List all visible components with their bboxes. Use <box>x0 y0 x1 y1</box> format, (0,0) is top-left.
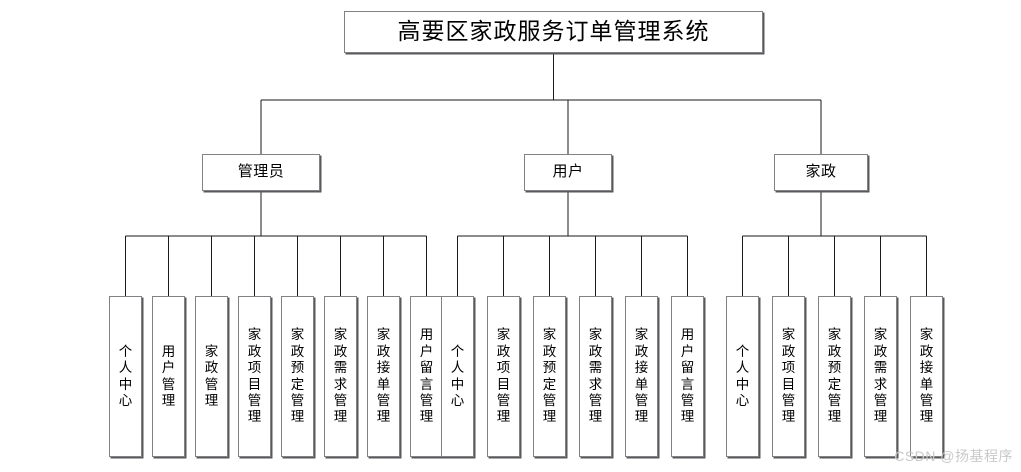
node-branch-housekeeping[interactable]: 家政 <box>774 154 868 191</box>
node-branch-housekeeping-label: 家政 <box>805 163 837 181</box>
watermark: CSDN @扬基程序 <box>894 448 1013 464</box>
node-leaf-admin-2[interactable]: 用户管理 <box>152 296 185 457</box>
node-branch-admin[interactable]: 管理员 <box>202 154 320 191</box>
node-leaf-label: 家政预定管理 <box>542 327 557 425</box>
node-leaf-user-3[interactable]: 家政预定管理 <box>533 296 566 457</box>
node-branch-admin-label: 管理员 <box>237 163 285 181</box>
node-leaf-housekeeping-4[interactable]: 家政需求管理 <box>864 296 897 457</box>
node-leaf-user-6[interactable]: 用户留言管理 <box>671 296 704 457</box>
node-branch-user-label: 用户 <box>552 163 584 181</box>
node-leaf-housekeeping-2[interactable]: 家政项目管理 <box>772 296 805 457</box>
node-leaf-label: 家政接单管理 <box>919 327 934 425</box>
node-leaf-label: 家政需求管理 <box>333 327 348 425</box>
node-leaf-label: 家政项目管理 <box>496 327 511 425</box>
node-leaf-admin-5[interactable]: 家政预定管理 <box>281 296 314 457</box>
node-leaf-admin-4[interactable]: 家政项目管理 <box>238 296 271 457</box>
node-leaf-user-4[interactable]: 家政需求管理 <box>579 296 612 457</box>
node-leaf-label: 用户留言管理 <box>680 327 695 425</box>
node-leaf-label: 个人中心 <box>450 343 465 408</box>
node-leaf-admin-8[interactable]: 用户留言管理 <box>410 296 443 457</box>
node-leaf-label: 家政项目管理 <box>247 327 262 425</box>
node-leaf-label: 家政预定管理 <box>827 327 842 425</box>
node-leaf-label: 用户管理 <box>161 343 176 408</box>
node-leaf-label: 家政接单管理 <box>634 327 649 425</box>
node-branch-user[interactable]: 用户 <box>524 154 612 191</box>
node-leaf-housekeeping-5[interactable]: 家政接单管理 <box>910 296 943 457</box>
node-leaf-label: 家政接单管理 <box>376 327 391 425</box>
node-leaf-label: 家政预定管理 <box>290 327 305 425</box>
node-leaf-admin-7[interactable]: 家政接单管理 <box>367 296 400 457</box>
node-leaf-housekeeping-1[interactable]: 个人中心 <box>726 296 759 457</box>
node-leaf-admin-3[interactable]: 家政管理 <box>195 296 228 457</box>
node-leaf-housekeeping-3[interactable]: 家政预定管理 <box>818 296 851 457</box>
node-leaf-user-5[interactable]: 家政接单管理 <box>625 296 658 457</box>
node-leaf-admin-6[interactable]: 家政需求管理 <box>324 296 357 457</box>
node-leaf-admin-1[interactable]: 个人中心 <box>109 296 142 457</box>
node-leaf-label: 家政需求管理 <box>873 327 888 425</box>
node-leaf-user-1[interactable]: 个人中心 <box>441 296 474 457</box>
node-leaf-label: 家政项目管理 <box>781 327 796 425</box>
node-leaf-user-2[interactable]: 家政项目管理 <box>487 296 520 457</box>
node-leaf-label: 家政管理 <box>204 343 219 408</box>
node-leaf-label: 个人中心 <box>735 343 750 408</box>
node-root-label: 高要区家政服务订单管理系统 <box>397 18 710 45</box>
node-leaf-label: 个人中心 <box>118 343 133 408</box>
node-leaf-label: 用户留言管理 <box>419 327 434 425</box>
node-root[interactable]: 高要区家政服务订单管理系统 <box>344 11 763 53</box>
node-leaf-label: 家政需求管理 <box>588 327 603 425</box>
